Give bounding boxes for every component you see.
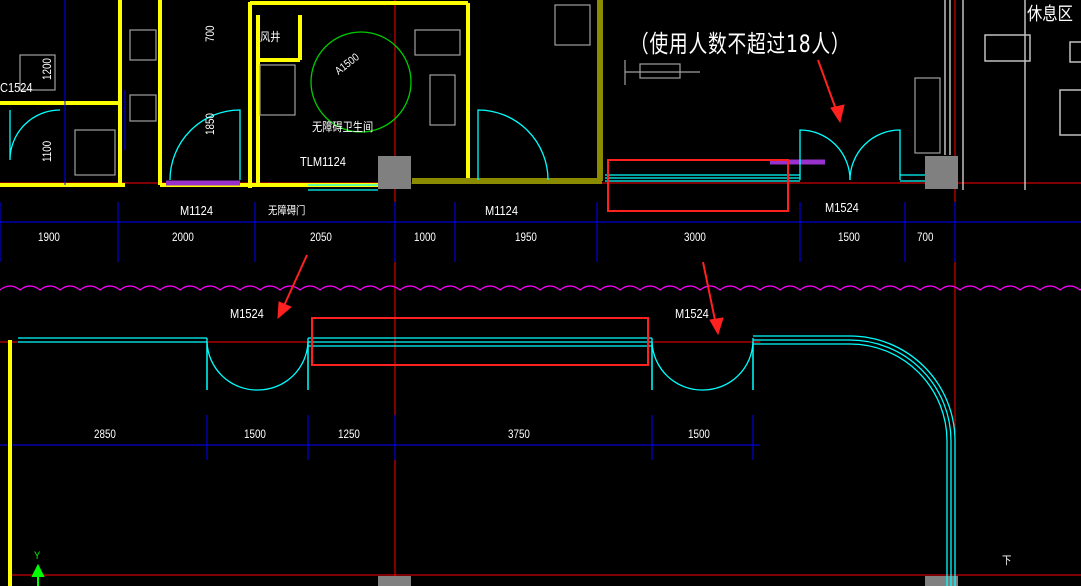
bottom-dim: 3750	[508, 427, 530, 441]
capacity-note: （使用人数不超过18人）	[630, 30, 851, 58]
restroom-fixtures	[19, 4, 941, 176]
lower-wall	[18, 335, 956, 586]
top-dim: 3000	[684, 230, 706, 244]
purple-segments	[166, 159, 825, 186]
top-dim: 700	[917, 230, 934, 244]
vdim-1850: 1850	[203, 113, 217, 135]
accessible-door-note: 无障碍门	[268, 205, 306, 217]
top-dim: 1500	[838, 230, 860, 244]
top-dim: 1950	[515, 230, 537, 244]
bottom-dim: 1500	[688, 427, 710, 441]
tag-m1524-lower-right: M1524	[675, 306, 709, 321]
tag-m1524-top: M1524	[825, 200, 859, 215]
bottom-dim: 1250	[338, 427, 360, 441]
vent-shaft-label: 风井	[260, 30, 281, 44]
accessible-restroom-label: 无障碍卫生间	[312, 120, 374, 134]
lounge-label: 休息区	[1027, 4, 1073, 24]
vdim-700: 700	[203, 25, 217, 42]
top-dim: 2050	[310, 230, 332, 244]
walls-olive	[412, 0, 603, 184]
tag-tlm1124: TLM1124	[300, 154, 346, 169]
y-axis-icon	[31, 563, 45, 586]
vdim-1100: 1100	[40, 140, 54, 162]
dimension-lines	[0, 0, 1081, 460]
bottom-dim: 2850	[94, 427, 116, 441]
structural-columns	[378, 156, 958, 586]
revision-cloud	[0, 285, 1081, 291]
tag-m1524-lower-left: M1524	[230, 306, 264, 321]
top-dim: 2000	[172, 230, 194, 244]
door-swings	[9, 31, 925, 191]
stair-down-label: 下	[1002, 555, 1012, 567]
top-dim: 1900	[38, 230, 60, 244]
bottom-dim: 1500	[244, 427, 266, 441]
lounge-walls	[944, 0, 1081, 190]
y-axis-label: Y	[34, 550, 41, 562]
vdim-1200: 1200	[40, 58, 54, 80]
top-dim: 1000	[414, 230, 436, 244]
tag-m1124-left: M1124	[180, 203, 213, 218]
highlight-boxes	[311, 159, 789, 366]
tag-c1524: C1524	[0, 80, 33, 95]
tag-m1124-right: M1124	[485, 203, 518, 218]
red-arrow-icon	[277, 59, 845, 336]
